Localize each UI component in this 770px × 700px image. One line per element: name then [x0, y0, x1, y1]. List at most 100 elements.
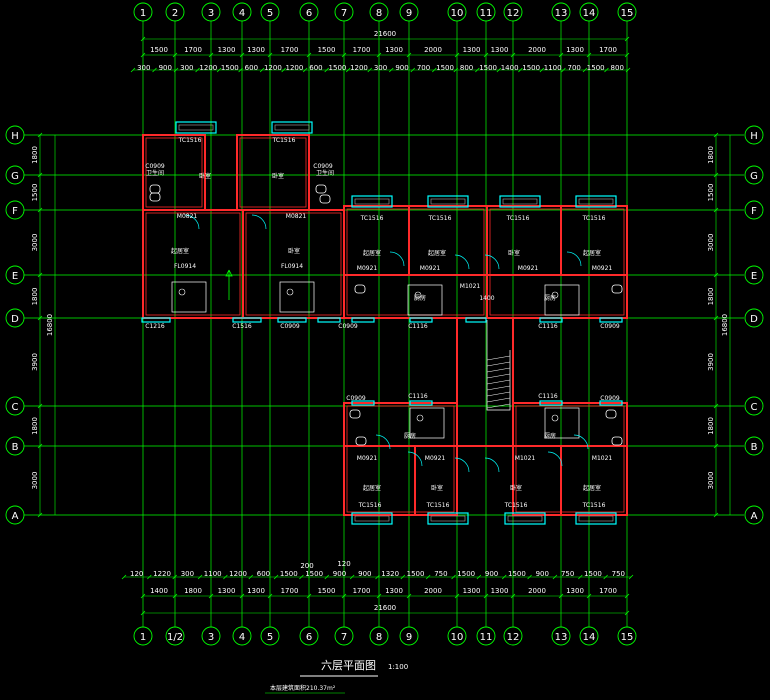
window-symbol	[575, 512, 617, 525]
bottom-main-text: 1500	[318, 587, 336, 595]
axis-bubble-top	[579, 2, 599, 22]
code-label: C0909	[600, 323, 620, 330]
window-strip	[351, 317, 375, 323]
door-swing	[251, 214, 267, 230]
top-detail-tick	[410, 67, 416, 73]
axis-label-top: 10	[451, 8, 464, 19]
axis-label-top: 3	[208, 8, 214, 19]
axis-label-bottom: 10	[451, 632, 464, 643]
window-symbol	[351, 512, 393, 525]
bottom-main-tick	[406, 593, 412, 599]
top-detail-text: 300	[180, 64, 193, 72]
bottom-detail-tick	[501, 574, 507, 580]
axis-label-top: 14	[583, 8, 596, 19]
axis-bubble-right	[744, 396, 764, 416]
door-swing	[184, 214, 200, 230]
bottom-main-text: 1300	[247, 587, 265, 595]
top-main-tick	[341, 52, 347, 58]
code-label: FL0914	[174, 263, 196, 270]
bottom-detail-tick	[223, 574, 228, 580]
toilet-symbol	[349, 409, 361, 419]
top-detail-text: 1500	[329, 64, 347, 72]
stair-tread	[486, 373, 511, 379]
top-total-text: 21600	[374, 30, 396, 38]
bottom-extra-text: 120	[337, 560, 350, 568]
fixture-symbols	[149, 184, 623, 473]
right-main-tick	[713, 132, 719, 138]
stair-outline	[486, 320, 511, 411]
top-detail-tick	[475, 67, 480, 73]
top-detail-tick	[625, 67, 631, 73]
bottom-detail-text: 750	[561, 570, 574, 578]
top-detail-tick	[388, 67, 394, 73]
top-detail-tick	[281, 67, 286, 73]
top-detail-tick	[130, 67, 136, 73]
top-detail-tick	[152, 67, 157, 73]
window-strip	[465, 317, 487, 323]
bottom-detail-tick	[400, 574, 406, 580]
window-inner	[502, 198, 538, 205]
door-swing	[484, 457, 500, 473]
axis-label-right: H	[750, 131, 758, 142]
door-swing	[547, 451, 563, 467]
bottom-main-text: 1800	[184, 587, 202, 595]
top-main-text: 2000	[424, 46, 442, 54]
left-main-tick	[37, 207, 43, 213]
top-detail-text: 1200	[199, 64, 217, 72]
top-main-tick	[586, 52, 592, 58]
bottom-main-text: 1700	[353, 587, 371, 595]
bottom-main-tick	[306, 593, 312, 599]
code-label: C1516	[232, 323, 252, 330]
window-label: TC1516	[428, 215, 452, 222]
room-name-label: 厨房	[544, 294, 556, 302]
top-main-text: 1300	[566, 46, 584, 54]
entry-arrow	[225, 269, 233, 300]
stove-burner	[551, 291, 559, 299]
top-total-tick	[624, 36, 630, 42]
left-main-text: 1500	[31, 184, 39, 202]
top-total-tick	[140, 36, 146, 42]
axis-bubble-top	[476, 2, 496, 22]
axis-bubble-bottom	[299, 626, 319, 646]
room-name-label: 卧室	[510, 484, 522, 492]
top-detail-text: 800	[611, 64, 624, 72]
axis-bubble-left	[5, 505, 25, 525]
top-detail-tick	[238, 67, 243, 73]
axis-label-top: 9	[406, 8, 412, 19]
axis-label-top: 6	[306, 8, 312, 19]
bottom-detail-text: 1500	[457, 570, 475, 578]
top-main-text: 1300	[463, 46, 481, 54]
axis-bubble-top	[447, 2, 467, 22]
bottom-main-text: 1300	[385, 587, 403, 595]
door-label: M1021	[592, 455, 613, 462]
left-main-text: 1800	[31, 288, 39, 306]
top-main-tick	[172, 52, 178, 58]
bottom-main-tick	[208, 593, 214, 599]
window-label: TC1516	[506, 215, 530, 222]
toilet-symbol	[605, 409, 617, 419]
axis-label-top: 4	[239, 8, 245, 19]
axis-bubble-bottom	[232, 626, 252, 646]
top-detail-tick	[302, 67, 308, 73]
axis-label-top: 2	[172, 8, 178, 19]
top-main-tick	[406, 52, 412, 58]
window-strip	[539, 400, 563, 406]
top-detail-text: 1100	[544, 64, 562, 72]
door-label: M0821	[177, 213, 198, 220]
window-strip	[539, 317, 563, 323]
top-detail-tick	[345, 67, 351, 73]
bottom-main-text: 1300	[463, 587, 481, 595]
axis-bubble-bottom	[476, 626, 496, 646]
stove-burner	[551, 414, 559, 422]
axis-label-bottom: 13	[555, 632, 568, 643]
top-main-text: 1700	[599, 46, 617, 54]
left-main-text: 1800	[31, 146, 39, 164]
room-name-label: 卧室	[508, 249, 520, 257]
top-detail-text: 800	[460, 64, 473, 72]
top-detail-text: 1200	[264, 64, 282, 72]
top-detail-tick	[604, 67, 609, 73]
axis-bubble-bottom	[447, 626, 467, 646]
bottom-detail-tick	[349, 574, 355, 580]
window-inner	[507, 515, 543, 522]
